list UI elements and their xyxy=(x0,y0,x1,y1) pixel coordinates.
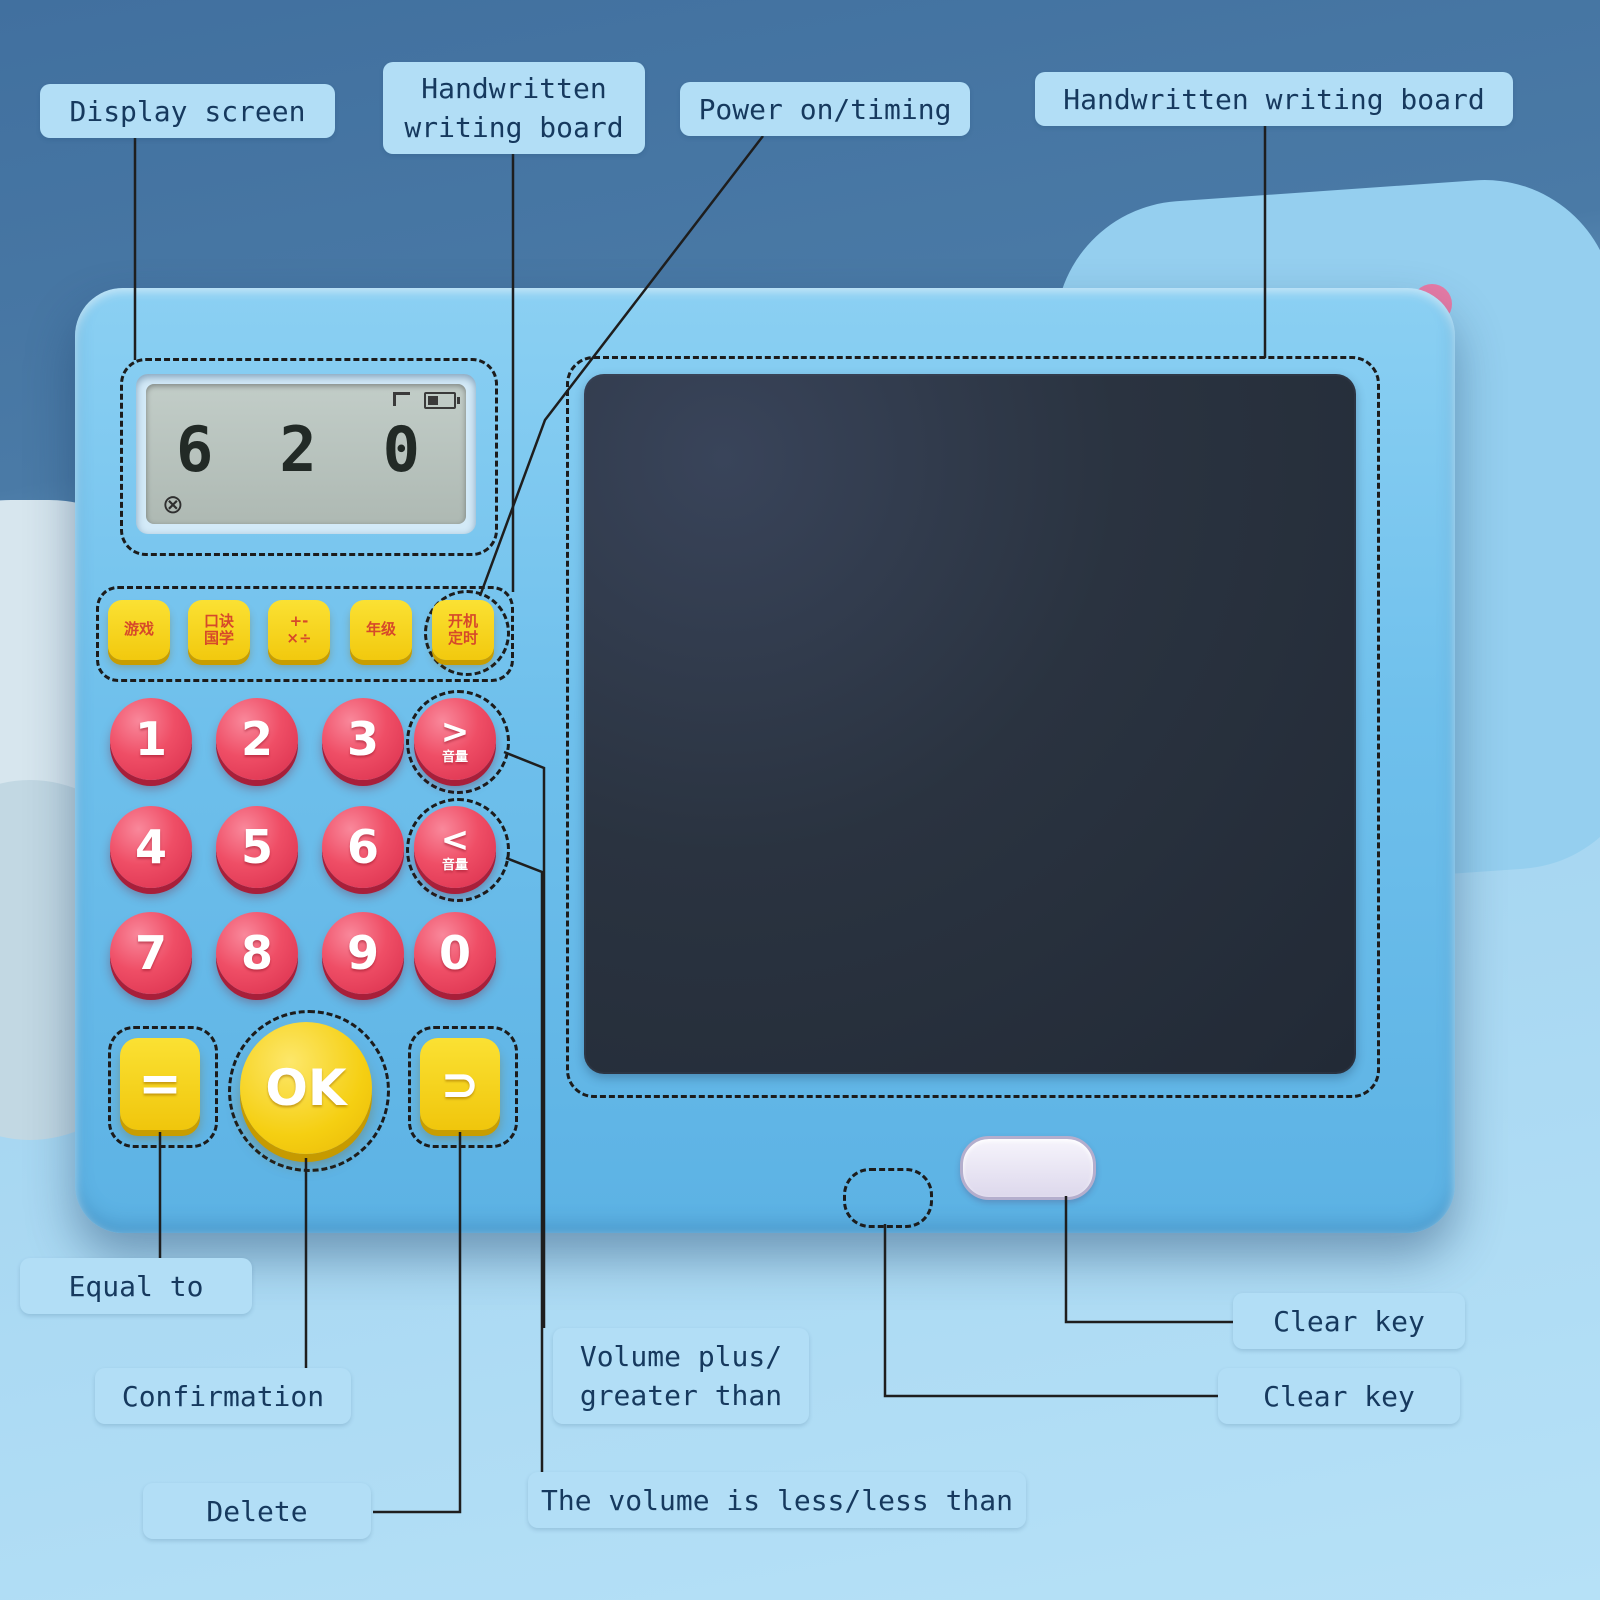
callout-text: Handwritten writing board xyxy=(1063,82,1485,116)
less-than-icon: < xyxy=(440,819,470,860)
multiply-icon: ⊗ xyxy=(162,490,184,520)
function-button-label: 口诀 xyxy=(203,611,234,630)
num-label: 8 xyxy=(240,926,273,980)
learning-machine-device: 6 2 0 ⊗ 游戏 口诀 国学 +- ×÷ 年级 开机 定时 xyxy=(75,288,1455,1233)
callout-confirmation: Confirmation xyxy=(95,1368,351,1424)
volume-down-button[interactable]: < 音量 xyxy=(414,806,496,888)
lcd-digit: 2 xyxy=(279,412,317,486)
num-button-0[interactable]: 0 xyxy=(414,912,496,994)
callout-text: greater than xyxy=(579,1379,783,1412)
battery-icon xyxy=(424,392,460,409)
function-button-grade[interactable]: 年级 xyxy=(350,600,412,660)
function-button-label: +- xyxy=(289,611,309,630)
num-button-5[interactable]: 5 xyxy=(216,806,298,888)
callout-text: Volume plus/ xyxy=(579,1339,783,1373)
num-button-1[interactable]: 1 xyxy=(110,698,192,780)
lcd-digits: 6 2 0 xyxy=(176,402,420,496)
callout-handwritten-board-right: Handwritten writing board xyxy=(1035,72,1513,126)
num-label: 0 xyxy=(438,926,471,980)
num-button-7[interactable]: 7 xyxy=(110,912,192,994)
callout-text: Display screen xyxy=(69,94,306,128)
function-button-game[interactable]: 游戏 xyxy=(108,600,170,660)
lcd-digit: 6 xyxy=(176,412,214,486)
callout-handwritten-board-left: Handwritten writing board xyxy=(383,62,645,154)
equals-icon: = xyxy=(138,1054,182,1114)
handwriting-board-screen[interactable] xyxy=(584,374,1356,1074)
function-button-label: 开机 xyxy=(447,611,478,630)
num-label: 1 xyxy=(134,712,167,766)
ok-label: OK xyxy=(265,1059,347,1117)
volume-label: 音量 xyxy=(441,749,468,765)
callout-text: Clear key xyxy=(1263,1379,1415,1413)
callout-clear-key-top: Clear key xyxy=(1233,1293,1465,1349)
function-button-label: 年级 xyxy=(365,620,396,639)
num-button-9[interactable]: 9 xyxy=(322,912,404,994)
callout-text: Power on/timing xyxy=(698,92,952,126)
callout-text: Confirmation xyxy=(121,1379,325,1413)
callout-display-screen: Display screen xyxy=(40,84,335,138)
delete-icon: ⊃ xyxy=(440,1057,480,1111)
function-button-operations[interactable]: +- ×÷ xyxy=(268,600,330,660)
callout-text: Equal to xyxy=(68,1269,204,1303)
num-button-3[interactable]: 3 xyxy=(322,698,404,780)
callout-text: Clear key xyxy=(1273,1304,1425,1338)
delete-button[interactable]: ⊃ xyxy=(420,1038,500,1130)
callout-clear-key-bottom: Clear key xyxy=(1218,1368,1460,1424)
callout-delete: Delete xyxy=(143,1483,371,1539)
callout-power-on-timing: Power on/timing xyxy=(680,82,970,136)
callout-text: Delete xyxy=(206,1494,308,1528)
callout-volume-less: The volume is less/less than xyxy=(528,1472,1026,1528)
function-button-label: 游戏 xyxy=(123,620,154,639)
num-label: 4 xyxy=(134,820,167,874)
function-button-label: 国学 xyxy=(203,629,234,647)
num-label: 7 xyxy=(134,926,167,980)
num-label: 3 xyxy=(346,712,379,766)
greater-than-icon: > xyxy=(440,711,470,752)
lcd-digit: 0 xyxy=(382,412,420,486)
clear-key-marker[interactable] xyxy=(843,1168,933,1228)
num-label: 6 xyxy=(346,820,379,874)
volume-up-button[interactable]: > 音量 xyxy=(414,698,496,780)
lcd-screen: 6 2 0 ⊗ xyxy=(146,384,466,524)
num-label: 5 xyxy=(240,820,273,874)
num-label: 9 xyxy=(346,926,379,980)
num-button-2[interactable]: 2 xyxy=(216,698,298,780)
callout-text: writing board xyxy=(404,111,624,144)
ok-button[interactable]: OK xyxy=(240,1022,372,1154)
function-button-power-timing[interactable]: 开机 定时 xyxy=(432,600,494,660)
callout-equal-to: Equal to xyxy=(20,1258,252,1314)
volume-label: 音量 xyxy=(441,857,468,873)
callout-text: Handwritten xyxy=(421,71,607,105)
num-button-4[interactable]: 4 xyxy=(110,806,192,888)
num-button-6[interactable]: 6 xyxy=(322,806,404,888)
equals-button[interactable]: = xyxy=(120,1038,200,1130)
signal-icon xyxy=(393,392,410,406)
callout-text: The volume is less/less than xyxy=(540,1483,1013,1517)
num-label: 2 xyxy=(240,712,273,766)
function-button-label: ×÷ xyxy=(286,629,312,647)
function-button-formulas[interactable]: 口诀 国学 xyxy=(188,600,250,660)
function-button-label: 定时 xyxy=(447,629,478,647)
num-button-8[interactable]: 8 xyxy=(216,912,298,994)
callout-volume-plus: Volume plus/ greater than xyxy=(553,1328,809,1424)
display-screen: 6 2 0 ⊗ xyxy=(136,374,476,534)
clear-key-button[interactable] xyxy=(960,1136,1096,1200)
